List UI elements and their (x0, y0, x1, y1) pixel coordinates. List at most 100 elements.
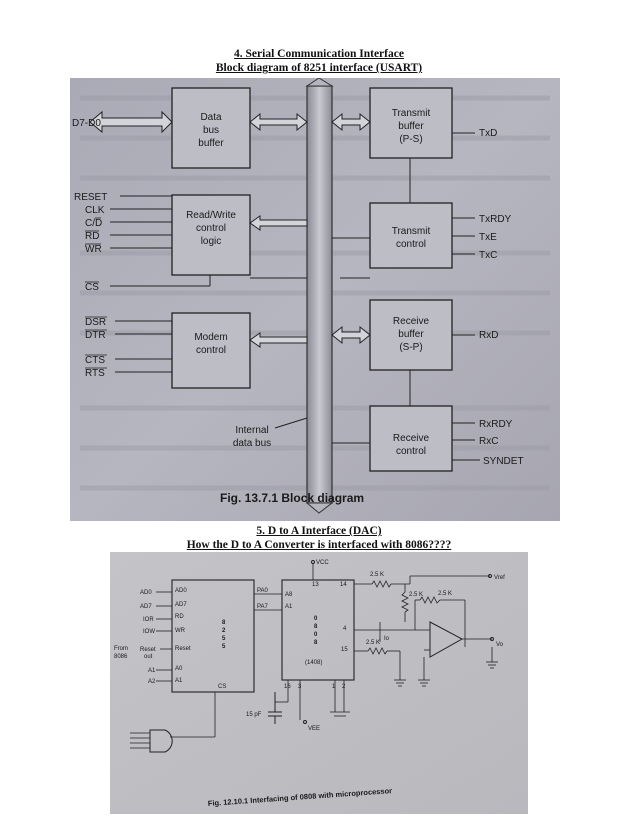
section-4-subtitle: Block diagram of 8251 interface (USART) (215, 62, 423, 74)
pin-1: 1 (332, 684, 336, 690)
ppi-name-4: 5 (222, 644, 226, 650)
pin-rd: RD (85, 231, 99, 242)
rw-label-2: control (196, 223, 226, 234)
internal-bus-label-1: Internal (235, 425, 268, 436)
pin-4: 4 (343, 626, 347, 632)
ppi-name-3: 5 (222, 636, 226, 642)
dac-in-a8: A8 (285, 592, 293, 598)
vo-label: Vo (496, 642, 504, 648)
res4-label: 2.5 K (366, 640, 380, 646)
rx-buffer-label-2: buffer (398, 329, 424, 340)
in-a1: A1 (148, 668, 156, 674)
in-a2: A2 (148, 679, 156, 685)
ppi-pin-reset: Reset (175, 646, 191, 652)
in-ior: IOR (143, 617, 154, 623)
modem-control-block (171, 312, 251, 389)
ppi-pin-wr: WR (175, 628, 186, 634)
in-out: out (144, 654, 153, 660)
internal-bus-label-2: data bus (233, 438, 271, 449)
vcc-label: VCC (316, 560, 329, 566)
tx-control-label-2: control (396, 239, 426, 250)
in-ad0: AD0 (140, 590, 152, 596)
op-amp-symbol (429, 621, 464, 658)
pin-rxd: RxD (479, 330, 498, 341)
rw-label-1: Read/Write (186, 210, 236, 221)
pin-wr: WR (85, 244, 102, 255)
usart-figure-caption: Fig. 13.7.1 Block diagram (220, 491, 364, 505)
vref-label: Vref (494, 575, 505, 581)
rx-control-label-2: control (396, 446, 426, 457)
left-pins: RESET CLK C/D RD WR CS DSR DTR CTS RTS (74, 192, 107, 379)
usart-block-diagram-photo: Data bus buffer Read/Write control logic… (70, 78, 560, 521)
pin-txe: TxE (479, 232, 497, 243)
pin-reset: RESET (74, 192, 107, 203)
rw-label-3: logic (201, 236, 222, 247)
ppi-pin-ad7: AD7 (175, 602, 187, 608)
pin-cs: CS (85, 282, 99, 293)
dac-name-2: 8 (314, 624, 318, 630)
pin-txd: TxD (479, 128, 497, 139)
tx-buffer-label-2: buffer (398, 121, 424, 132)
dac-name-4: 8 (314, 640, 318, 646)
ppi-name-1: 8 (222, 620, 226, 626)
pin-rxc: RxC (479, 436, 498, 447)
ppi-pin-ad0: AD0 (175, 588, 187, 594)
tx-control-label-1: Transmit (392, 226, 431, 237)
rx-buffer-label-1: Receive (393, 316, 430, 327)
pin-clk: CLK (85, 205, 105, 216)
ppi-pin-a1: A1 (175, 678, 183, 684)
modem-label-2: control (196, 345, 226, 356)
section-5-title: 5. D to A Interface (DAC) (256, 525, 382, 537)
read-write-control-block (171, 194, 251, 276)
dac-name-3: 0 (314, 632, 318, 638)
in-reset: Reset (140, 647, 156, 653)
section-5-subtitle: How the D to A Converter is interfaced w… (186, 539, 452, 551)
port-pa7: PA7 (257, 604, 269, 610)
data-bus-buffer-label-3: buffer (198, 138, 224, 149)
from-label-1: From (114, 646, 128, 652)
pin-14: 14 (340, 582, 347, 588)
internal-bus-bar (306, 85, 333, 504)
in-ad7: AD7 (140, 604, 152, 610)
pin-15: 15 (341, 647, 348, 653)
pin-rts: RTS (85, 368, 105, 379)
data-bus-buffer-block (171, 87, 251, 169)
dac-part: (1408) (305, 660, 322, 666)
pin-d7-d0: D7-D0 (72, 118, 101, 129)
receive-control-block (369, 405, 453, 472)
transmit-buffer-block (369, 87, 453, 159)
pin-c-d: C/D (85, 218, 102, 229)
pin-dsr: DSR (85, 317, 106, 328)
ppi-8255-box (171, 579, 255, 693)
cap-label: 15 pF (246, 712, 262, 718)
pin-syndet: SYNDET (483, 456, 524, 467)
res3-label: 2.5 K (438, 591, 452, 597)
dac-in-a1: A1 (285, 604, 293, 610)
ppi-pin-cs: CS (218, 684, 226, 690)
chip-select-gate (149, 729, 173, 753)
pin-txc: TxC (479, 250, 497, 261)
rx-control-label-1: Receive (393, 433, 430, 444)
dac-interfacing-photo: AD0 AD7 RD WR Reset A0 A1 CS 8 2 5 5 AD0… (110, 552, 528, 814)
pin-dtr: DTR (85, 330, 106, 341)
section-4-title: 4. Serial Communication Interface (234, 48, 404, 60)
ppi-pin-rd: RD (175, 614, 184, 620)
ppi-pin-a0: A0 (175, 666, 183, 672)
pin-13: 13 (312, 582, 319, 588)
res2-label: 2.5 K (409, 592, 423, 598)
port-pa0: PA0 (257, 588, 269, 594)
data-bus-buffer-label-2: bus (203, 125, 219, 136)
pin-txrdy: TxRDY (479, 214, 512, 225)
from-label-2: 8086 (114, 654, 128, 660)
io-label: Io (384, 636, 390, 642)
tx-buffer-label-1: Transmit (392, 108, 431, 119)
pin-cts: CTS (85, 355, 105, 366)
vee-label: VEE (308, 726, 320, 732)
tx-buffer-label-3: (P-S) (399, 134, 422, 145)
rx-buffer-label-3: (S-P) (399, 342, 422, 353)
ppi-name-2: 2 (222, 628, 226, 634)
data-bus-buffer-label-1: Data (200, 112, 222, 123)
dac-name-1: 0 (314, 616, 318, 622)
modem-label-1: Modem (194, 332, 227, 343)
in-iow: IOW (143, 629, 155, 635)
